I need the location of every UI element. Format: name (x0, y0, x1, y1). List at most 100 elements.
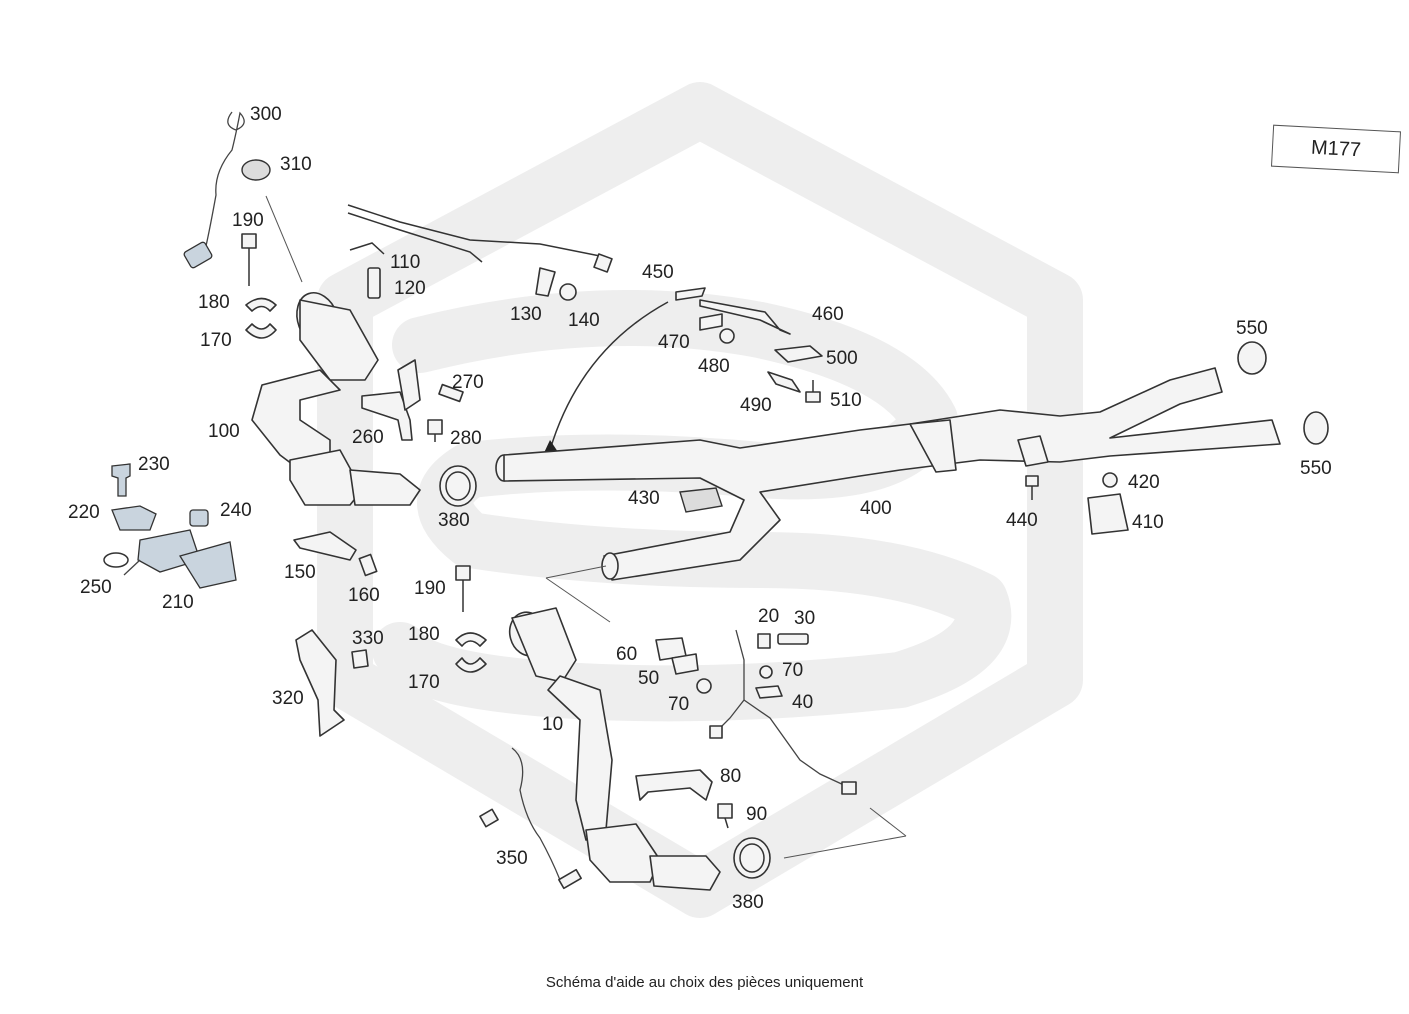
nut-480[interactable] (719, 328, 735, 344)
bolt-90[interactable] (717, 803, 733, 829)
o2-sensor-300[interactable] (183, 111, 245, 269)
label-280: 280 (450, 428, 482, 449)
downpipe-10[interactable] (505, 607, 721, 891)
label-70: 70 (782, 660, 803, 681)
bracket-450[interactable] (675, 287, 706, 301)
label-40: 40 (792, 692, 813, 713)
label-190: 190 (232, 210, 264, 231)
sensor-120[interactable] (367, 267, 381, 299)
bolt-280[interactable] (427, 419, 443, 442)
label-320: 320 (272, 688, 304, 709)
label-170: 170 (200, 330, 232, 351)
sensor-350[interactable] (479, 747, 582, 890)
bolt-510[interactable] (805, 380, 821, 403)
label-140: 140 (568, 310, 600, 331)
label-300: 300 (250, 104, 282, 125)
nut-140[interactable] (559, 283, 577, 301)
label-330: 330 (352, 628, 384, 649)
model-code-box: M177 (1270, 124, 1402, 174)
clamp-550-right[interactable] (1303, 411, 1329, 445)
label-30: 30 (794, 608, 815, 629)
muffler-valve-430[interactable] (679, 487, 723, 513)
bracket-150[interactable] (293, 531, 357, 561)
label-250: 250 (80, 577, 112, 598)
label-550: 550 (1300, 458, 1332, 479)
label-410: 410 (1132, 512, 1164, 533)
clamp-380-bottom[interactable] (733, 837, 771, 879)
bracket-320[interactable] (295, 629, 345, 737)
diagram-caption: Schéma d'aide au choix des pièces unique… (545, 974, 864, 991)
fitting-240[interactable] (189, 509, 209, 527)
hose-clip-250[interactable] (103, 552, 129, 568)
label-50: 50 (638, 668, 659, 689)
label-210: 210 (162, 592, 194, 613)
bracket-460[interactable] (699, 299, 791, 335)
bolt-160[interactable] (358, 553, 378, 577)
label-450: 450 (642, 262, 674, 283)
bolt-270[interactable] (438, 383, 464, 403)
wire-harness (709, 629, 857, 795)
bracket-260[interactable] (361, 359, 421, 441)
label-400: 400 (860, 498, 892, 519)
pressure-sensor-210[interactable] (123, 529, 237, 589)
label-120: 120 (394, 278, 426, 299)
label-130: 130 (510, 304, 542, 325)
hanger-440[interactable] (1017, 435, 1049, 500)
label-180: 180 (198, 292, 230, 313)
grommet-310[interactable] (241, 159, 271, 181)
label-90: 90 (746, 804, 767, 825)
mount-500[interactable] (774, 345, 823, 363)
label-10: 10 (542, 714, 563, 735)
clamp-180-top[interactable] (245, 297, 277, 312)
bolt-190-bottom[interactable] (455, 565, 471, 612)
leader-lines (265, 195, 907, 859)
mount-490[interactable] (767, 371, 801, 393)
label-110: 110 (390, 252, 420, 273)
label-230: 230 (138, 454, 170, 475)
label-500: 500 (826, 348, 858, 369)
nut-70-left[interactable] (696, 678, 712, 694)
label-70: 70 (668, 694, 689, 715)
label-550: 550 (1236, 318, 1268, 339)
label-430: 430 (628, 488, 660, 509)
sensor-220[interactable] (111, 505, 157, 531)
label-380: 380 (732, 892, 764, 913)
sensor-230[interactable] (111, 463, 131, 497)
label-380: 380 (438, 510, 470, 531)
label-260: 260 (352, 427, 384, 448)
bolt-30[interactable] (777, 633, 809, 645)
pipe-110[interactable] (347, 204, 613, 273)
label-60: 60 (616, 644, 637, 665)
clamp-170-bottom[interactable] (455, 657, 487, 673)
bolt-190-top[interactable] (241, 233, 257, 286)
label-350: 350 (496, 848, 528, 869)
bracket-330[interactable] (351, 649, 369, 669)
plate-470[interactable] (699, 313, 723, 331)
label-240: 240 (220, 500, 252, 521)
arrow-450 (549, 301, 669, 451)
plate-40[interactable] (755, 685, 783, 699)
label-420: 420 (1128, 472, 1160, 493)
clamp-380-top[interactable] (439, 465, 477, 507)
clamp-170-top[interactable] (245, 323, 277, 339)
label-160: 160 (348, 585, 380, 606)
bracket-80[interactable] (635, 769, 713, 801)
label-310: 310 (280, 154, 312, 175)
bracket-130[interactable] (535, 267, 556, 297)
clamp-180-bottom[interactable] (455, 632, 487, 647)
clamp-550-top[interactable] (1237, 341, 1267, 375)
label-190: 190 (414, 578, 446, 599)
downpipe-100[interactable] (251, 287, 421, 506)
label-460: 460 (812, 304, 844, 325)
hanger-410[interactable] (1087, 493, 1129, 535)
label-80: 80 (720, 766, 741, 787)
nut-70-right[interactable] (759, 665, 773, 679)
label-20: 20 (758, 606, 779, 627)
clip-20[interactable] (757, 633, 771, 649)
bracket-50[interactable] (671, 653, 699, 675)
exhaust-pipe-400[interactable] (495, 367, 1281, 581)
nut-420[interactable] (1102, 472, 1118, 488)
part-labels: 300 310 190 180 170 110 120 130 140 450 … (68, 104, 1332, 913)
label-470: 470 (658, 332, 690, 353)
